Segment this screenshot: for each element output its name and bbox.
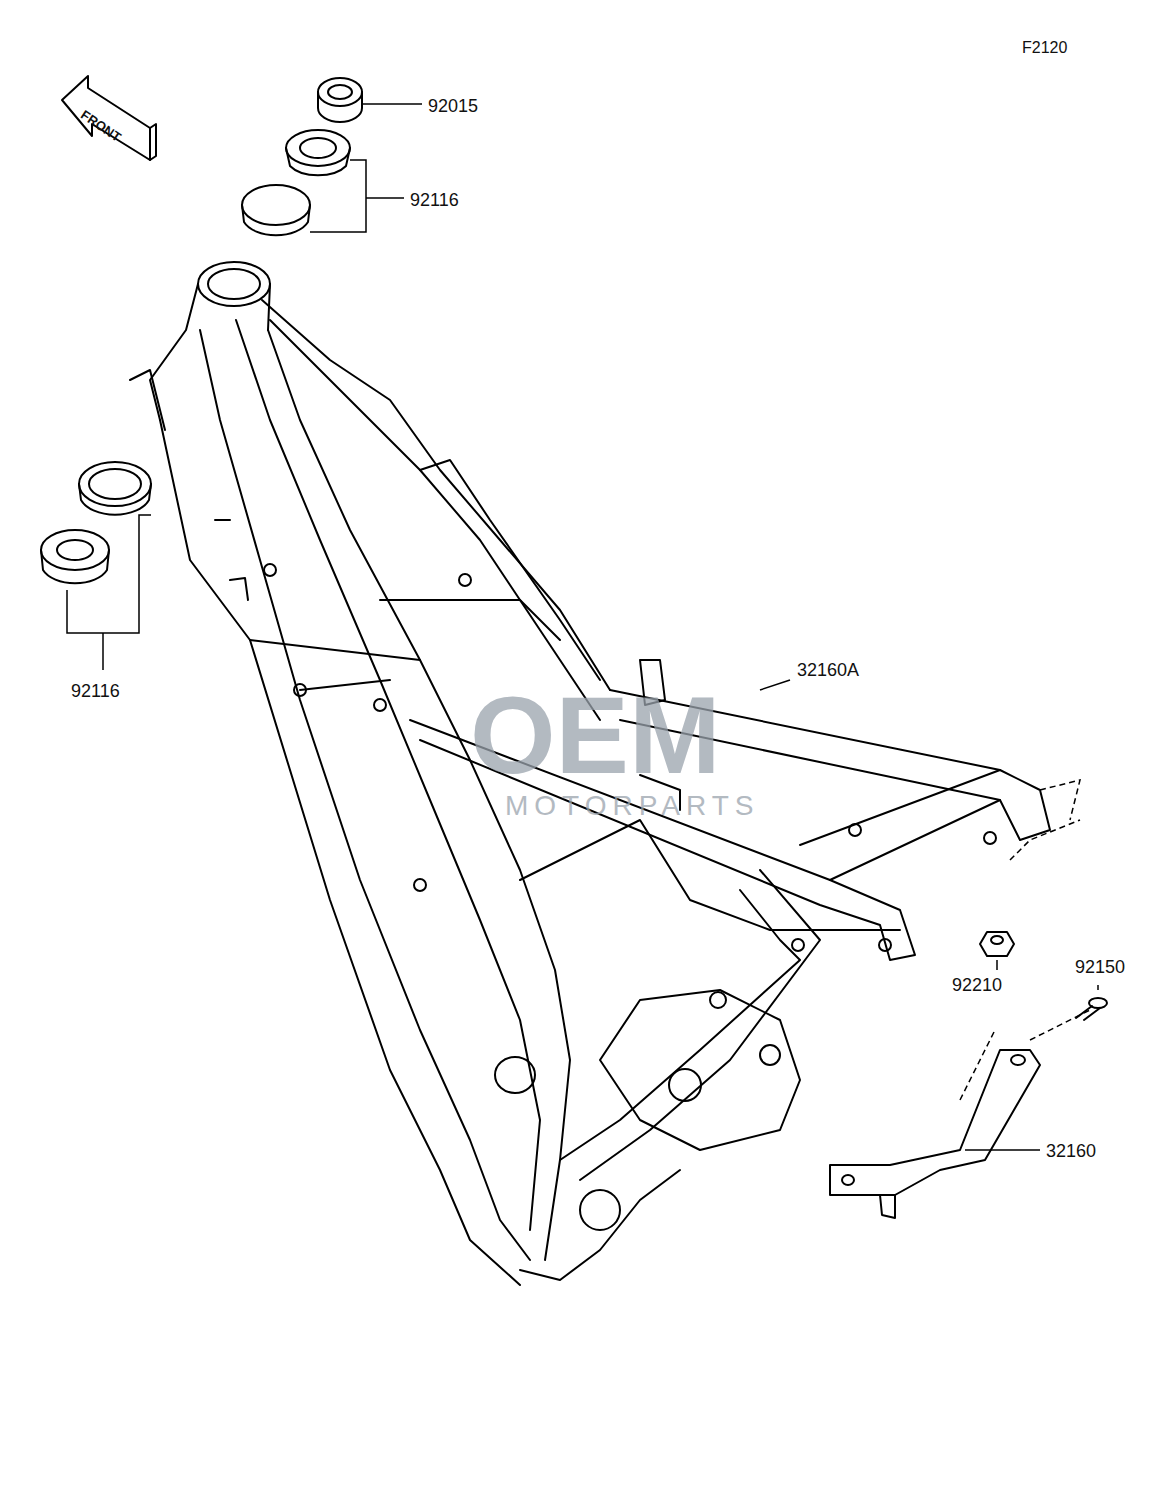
watermark: OEM (470, 680, 721, 790)
callout-number: 32160A (797, 661, 859, 679)
watermark: MOTORPARTS (505, 792, 759, 820)
figure-code: F2120 (1022, 40, 1067, 56)
callout-number: 32160 (1046, 1142, 1096, 1160)
callout-number: 92116 (71, 682, 120, 700)
callout-number: 92015 (428, 97, 478, 115)
callout-number: 92150 (1075, 958, 1125, 976)
callout-number: 92210 (952, 976, 1002, 994)
callout-number: 92116 (410, 191, 459, 209)
